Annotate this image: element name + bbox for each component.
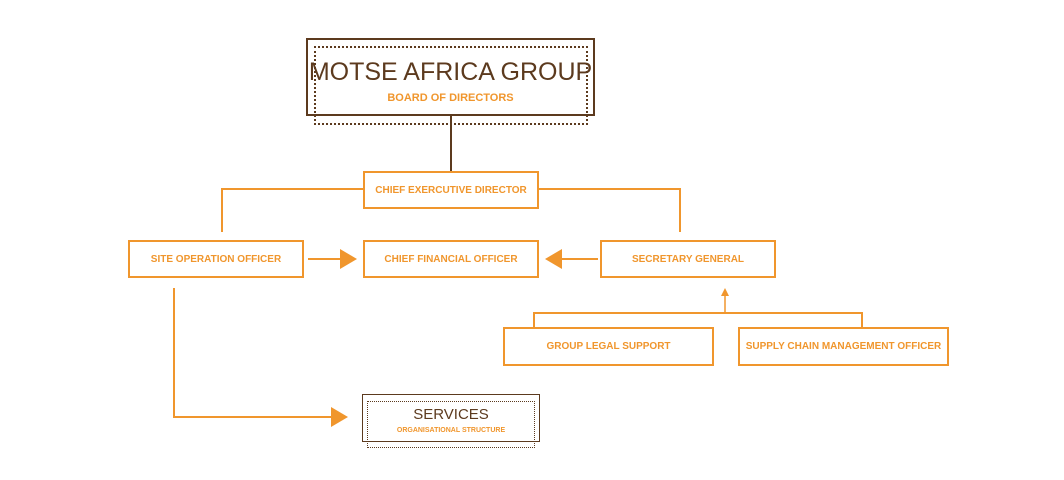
ceo-node: CHIEF EXERCUTIVE DIRECTOR bbox=[363, 171, 539, 209]
arrowhead-icon bbox=[721, 288, 729, 296]
board-dotted-frame bbox=[314, 46, 588, 125]
secretary-general-node: SECRETARY GENERAL bbox=[600, 240, 776, 278]
arrowhead-icon bbox=[340, 249, 357, 269]
arrowhead-icon bbox=[545, 249, 562, 269]
arrowhead-icon bbox=[331, 407, 348, 427]
ceo-to-secretary-line bbox=[538, 188, 681, 232]
group-legal-node: GROUP LEGAL SUPPORT bbox=[503, 327, 714, 366]
board-title: MOTSE AFRICA GROUP bbox=[308, 58, 593, 86]
site-to-services-line bbox=[173, 288, 333, 418]
services-dotted-frame bbox=[367, 401, 535, 448]
board-subtitle: BOARD OF DIRECTORS bbox=[387, 92, 514, 104]
support-bracket-line bbox=[533, 312, 863, 327]
ceo-to-site-line bbox=[221, 188, 363, 232]
site-operation-node: SITE OPERATION OFFICER bbox=[128, 240, 304, 278]
services-title: SERVICES bbox=[413, 406, 489, 423]
supply-chain-node: SUPPLY CHAIN MANAGEMENT OFFICER bbox=[738, 327, 949, 366]
board-frame bbox=[306, 38, 595, 116]
cfo-node: CHIEF FINANCIAL OFFICER bbox=[363, 240, 539, 278]
services-frame bbox=[362, 394, 540, 442]
services-subtitle: ORGANISATIONAL STRUCTURE bbox=[396, 427, 506, 434]
